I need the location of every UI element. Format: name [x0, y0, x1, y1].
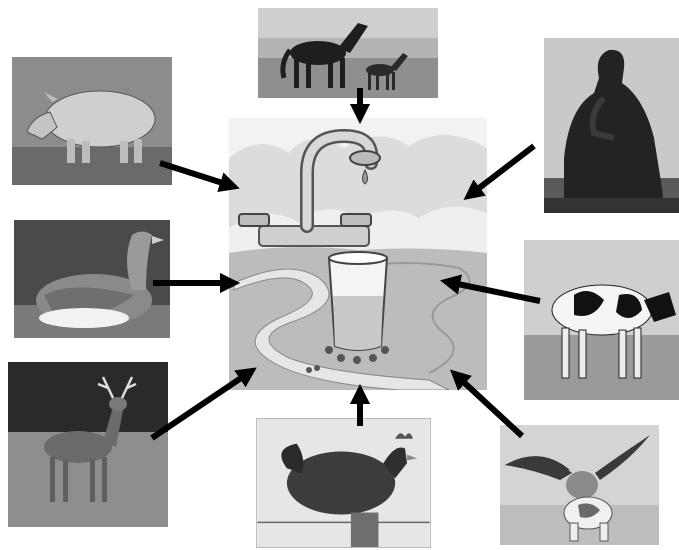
thinker-statue-icon	[544, 38, 679, 213]
deer-icon	[8, 362, 168, 527]
thinker-statue-photo	[544, 38, 679, 213]
basset-hound-photo	[500, 425, 659, 545]
dog-flying-ears-icon	[500, 425, 659, 545]
goose-icon	[14, 220, 170, 338]
pig-photo	[12, 57, 172, 185]
rooster-photo	[256, 418, 431, 548]
goose-photo	[14, 220, 170, 338]
horse-and-foal-icon	[258, 8, 438, 98]
cow-icon	[524, 240, 679, 400]
pig-icon	[12, 57, 172, 185]
deer-photo	[8, 362, 168, 527]
horses-photo	[258, 8, 438, 98]
faucet-glass-illustration	[229, 118, 487, 390]
faucet-dripping-into-water-glass-icon	[229, 118, 487, 390]
cow-photo	[524, 240, 679, 400]
rooster-icon	[257, 419, 430, 547]
